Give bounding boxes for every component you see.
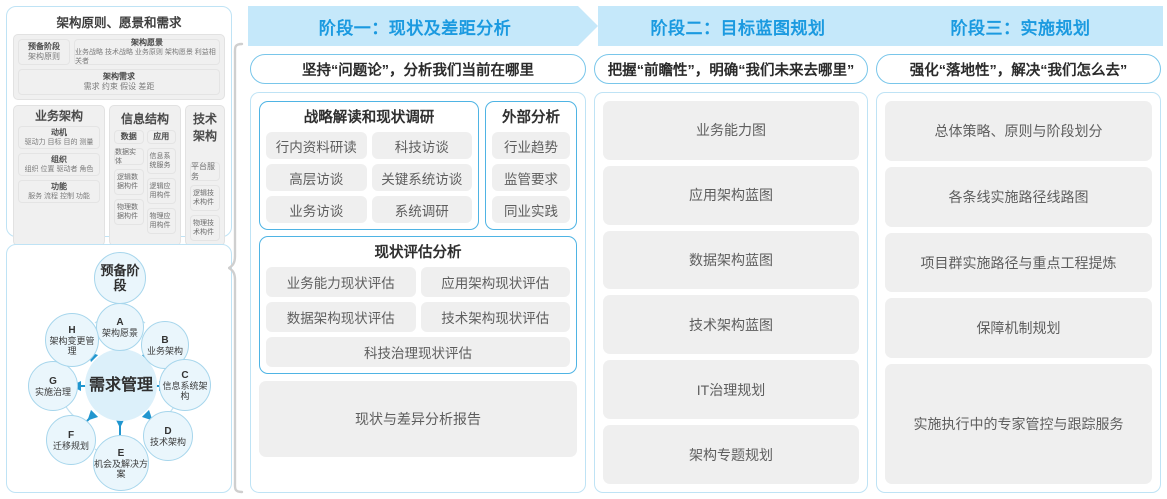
adm-node-g: G 实施治理 [28, 361, 78, 411]
cell-architecture-requirements: 架构需求 需求 约束 假设 差距 [18, 69, 220, 95]
chip-overall-strategy[interactable]: 总体策略、原则与阶段划分 [885, 101, 1152, 161]
cell-data: 数据 [114, 130, 144, 144]
chip-data-arch-blueprint[interactable]: 数据架构蓝图 [603, 230, 859, 290]
chip-it-governance-plan[interactable]: IT治理规划 [603, 360, 859, 420]
phase-chevron-1 [248, 6, 598, 46]
cell-physical-technology-component: 物理技术构件 [190, 215, 220, 241]
adm-node-f: F 迁移规划 [46, 415, 96, 465]
cell-information-system-service: 信息系统服务 [146, 148, 176, 174]
cell-architecture-vision: 架构愿景 业务战略 技术战略 业务原则 架构愿景 利益相关者 [74, 38, 220, 65]
card-current-state-assessment: 现状评估分析 业务能力现状评估 应用架构现状评估 数据架构现状评估 技术架构现状… [259, 236, 577, 374]
adm-node-center: 需求管理 [85, 349, 157, 421]
cell-organization: 组织 组织 位置 驱动者 角色 [18, 153, 100, 176]
togaf-title: 架构原则、愿景和需求 [56, 16, 182, 30]
card-strategy-research: 战略解读和现状调研 行内资料研读 科技访谈 高层访谈 关键系统访谈 业务访谈 系… [259, 101, 479, 230]
adm-cycle-panel: 预备阶段 需求管理 A 架构愿景 B 业务架构 C 信息系统架构 [6, 244, 232, 493]
chip-peer-practice[interactable]: 同业实践 [492, 196, 570, 223]
chip-business-capability-map[interactable]: 业务能力图 [603, 101, 859, 160]
brace-icon [227, 42, 244, 494]
phase-header-1-label: 阶段一：现状及差距分析 [318, 18, 512, 38]
phase-header-3: 阶段三：实施规划 [878, 6, 1163, 46]
adm-node-c: C 信息系统架构 [159, 359, 211, 411]
chip-internal-docs[interactable]: 行内资料研读 [266, 132, 367, 159]
phase-subtitle-1: 坚持“问题论”，分析我们当前在哪里 [250, 54, 586, 84]
phase-subtitle-2: 把握“前瞻性”，明确“我们未来去哪里” [594, 54, 868, 84]
grouping-brace [227, 42, 250, 494]
cell-logical-data-component: 逻辑数据构件 [114, 169, 144, 195]
chip-gap-analysis-report[interactable]: 现状与差异分析报告 [259, 381, 577, 457]
cell-application: 应用 [146, 130, 176, 144]
phase-2-body: 业务能力图 应用架构蓝图 数据架构蓝图 技术架构蓝图 IT治理规划 架构专题规划 [594, 92, 868, 493]
adm-node-h: H 架构变更管理 [45, 313, 99, 367]
chip-data-arch-assessment[interactable]: 数据架构现状评估 [266, 302, 416, 332]
cell-physical-data-component: 物理数据构件 [114, 199, 144, 225]
chip-application-arch-assessment[interactable]: 应用架构现状评估 [420, 267, 570, 297]
cell-motivation: 动机 驱动力 目标 目的 测量 [18, 126, 100, 149]
phase-header-1: 阶段一：现状及差距分析 [248, 6, 598, 46]
phase-1-body: 战略解读和现状调研 行内资料研读 科技访谈 高层访谈 关键系统访谈 业务访谈 系… [250, 92, 586, 493]
cell-physical-application-component: 物理应用构件 [146, 208, 176, 234]
information-structure-title: 信息结构 [120, 112, 169, 126]
card-strategy-title: 战略解读和现状调研 [303, 110, 435, 126]
chip-key-system-interview[interactable]: 关键系统访谈 [371, 164, 472, 191]
cell-data-entity: 数据实体 [114, 148, 144, 165]
cell-logical-technology-component: 逻辑技术构件 [190, 185, 220, 211]
chip-application-arch-blueprint[interactable]: 应用架构蓝图 [603, 165, 859, 225]
chip-exec-interview[interactable]: 高层访谈 [266, 164, 367, 191]
phase-header-2: 阶段二：目标蓝图规划 [598, 6, 878, 46]
card-external-title: 外部分析 [502, 110, 560, 126]
phase-3-body: 总体策略、原则与阶段划分 各条线实施路径线路图 项目群实施路径与重点工程提炼 保… [876, 92, 1161, 493]
information-structure-group: 信息结构 数据 数据实体 逻辑数据构件 物理数据构件 应用 信息系统服务 逻辑应… [109, 105, 181, 246]
chip-architecture-topic-plan[interactable]: 架构专题规划 [603, 425, 859, 484]
chip-business-interview[interactable]: 业务访谈 [266, 196, 367, 223]
adm-node-e: E 机会及解决方案 [93, 435, 149, 491]
architecture-requirements-group: 预备阶段 架构原则 架构愿景 业务战略 技术战略 业务原则 架构愿景 利益相关者… [13, 34, 225, 100]
chip-assurance-mechanism[interactable]: 保障机制规划 [885, 298, 1152, 359]
cell-prep-phase: 预备阶段 架构原则 [18, 39, 70, 65]
card-assessment-title: 现状评估分析 [374, 245, 462, 261]
cell-logical-application-component: 逻辑应用构件 [146, 178, 176, 204]
adm-node-d: D 技术架构 [143, 411, 193, 461]
adm-node-a: A 架构愿景 [96, 303, 144, 351]
togaf-content-framework-panel: 架构原则、愿景和需求 预备阶段 架构原则 架构愿景 业务战略 技术战略 业务原则… [6, 6, 232, 295]
chip-expert-control-tracking[interactable]: 实施执行中的专家管控与跟踪服务 [885, 364, 1152, 484]
chip-tech-governance-assessment[interactable]: 科技治理现状评估 [266, 337, 570, 367]
phase-header-2-label: 阶段二：目标蓝图规划 [650, 18, 826, 38]
chip-tech-interview[interactable]: 科技访谈 [371, 132, 472, 159]
phase-subtitle-3: 强化“落地性”，解决“我们怎么去” [876, 54, 1161, 84]
adm-node-prep: 预备阶段 [94, 252, 146, 304]
cell-platform-service: 平台服务 [190, 162, 220, 181]
phase-header-3-label: 阶段三：实施规划 [950, 18, 1091, 38]
card-external-analysis: 外部分析 行业趋势 监管要求 同业实践 [485, 101, 577, 230]
business-architecture-title: 业务架构 [34, 109, 83, 123]
phase-chevron-2 [598, 6, 878, 46]
technology-architecture-group: 技术架构 平台服务 逻辑技术构件 物理技术构件 [185, 105, 225, 246]
cell-function: 功能 服务 流程 控制 功能 [18, 180, 100, 203]
chip-regulatory-requirement[interactable]: 监管要求 [492, 164, 570, 191]
chip-program-path[interactable]: 项目群实施路径与重点工程提炼 [885, 232, 1152, 293]
business-architecture-group: 业务架构 动机 驱动力 目标 目的 测量 组织 组织 位置 驱动者 角色 功能 [13, 105, 105, 246]
chip-industry-trend[interactable]: 行业趋势 [492, 132, 570, 159]
chip-tech-arch-assessment[interactable]: 技术架构现状评估 [420, 302, 570, 332]
left-column: 架构原则、愿景和需求 预备阶段 架构原则 架构愿景 业务战略 技术战略 业务原则… [6, 6, 232, 493]
chip-line-roadmap[interactable]: 各条线实施路径线路图 [885, 166, 1152, 227]
adm-cycle: 预备阶段 需求管理 A 架构愿景 B 业务架构 C 信息系统架构 [7, 245, 233, 494]
chip-tech-arch-blueprint[interactable]: 技术架构蓝图 [603, 295, 859, 355]
phase-chevron-3 [878, 6, 1163, 46]
technology-architecture-title: 技术架构 [192, 112, 217, 143]
chip-business-capability-assessment[interactable]: 业务能力现状评估 [266, 267, 416, 297]
chip-system-survey[interactable]: 系统调研 [371, 196, 472, 223]
